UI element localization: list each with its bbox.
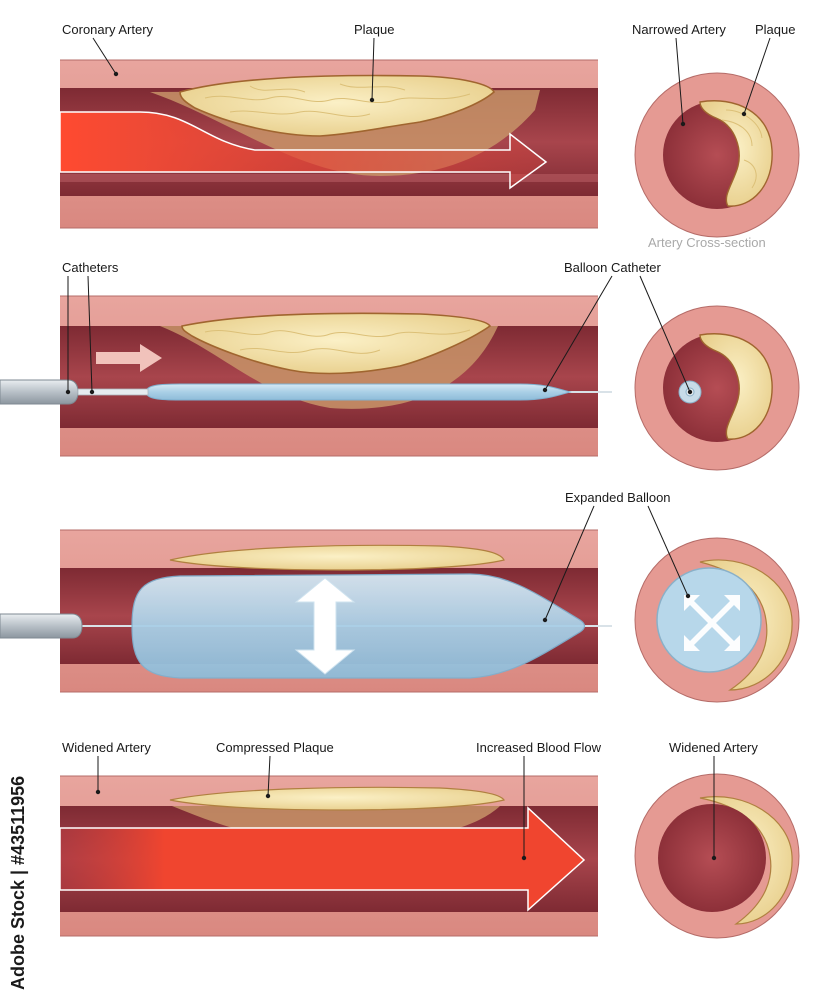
- leader-dot: [265, 793, 271, 799]
- label-narrowed-artery: Narrowed Artery: [632, 22, 726, 37]
- leader-narrowed-artery: [675, 37, 684, 125]
- leader-balloon-catheter: [544, 275, 613, 391]
- leader-dot: [741, 111, 747, 117]
- blood-flow-arrow: [59, 111, 548, 190]
- cross-plaque-texture: [721, 109, 763, 189]
- expansion-arrow: [294, 577, 356, 675]
- label-widened-artery-cross: Widened Artery: [669, 740, 758, 755]
- label-compressed-plaque: Compressed Plaque: [216, 740, 334, 755]
- leader-dot: [95, 789, 101, 795]
- artery-wall-edge: [60, 775, 598, 937]
- compressed-plaque: [169, 544, 505, 571]
- leader-compressed-plaque: [267, 755, 271, 797]
- leader-dot: [521, 855, 527, 861]
- cross-plaque: [699, 333, 773, 440]
- panel-widened-artery: [59, 775, 598, 937]
- label-expanded-balloon: Expanded Balloon: [565, 490, 671, 505]
- leader-dot: [89, 389, 95, 395]
- cross-plaque: [699, 796, 793, 925]
- label-plaque: Plaque: [354, 22, 394, 37]
- artery-wall-edge: [60, 529, 598, 693]
- leader-coronary-artery: [92, 37, 117, 75]
- leader-plaque-top: [371, 37, 375, 101]
- panel-narrowed-artery: [59, 59, 598, 229]
- inflated-balloon: [131, 573, 586, 679]
- motion-arrow: [96, 344, 162, 372]
- cross-expansion-arrow: [684, 595, 740, 651]
- label-widened-artery: Widened Artery: [62, 740, 151, 755]
- leader-dot: [542, 617, 548, 623]
- leader-dot: [687, 389, 693, 395]
- leader-plaque-cross: [743, 37, 771, 115]
- blood-flow-arrow: [59, 806, 586, 912]
- plaque: [179, 74, 495, 137]
- cross-plaque: [699, 100, 773, 207]
- label-plaque-cross: Plaque: [755, 22, 795, 37]
- lumen-shine: [60, 174, 598, 182]
- leader-lines: [65, 37, 771, 861]
- guiding-catheter: [0, 613, 83, 639]
- leader-dot: [113, 71, 119, 77]
- compressed-plaque: [169, 786, 505, 811]
- inner-catheter: [77, 388, 149, 396]
- leader-dot: [685, 593, 691, 599]
- cross-section-widened: [634, 773, 800, 939]
- label-catheters: Catheters: [62, 260, 119, 275]
- plaque-texture: [204, 329, 471, 354]
- artery-wall-edge: [60, 59, 598, 229]
- deflated-balloon: [145, 383, 572, 401]
- label-artery-cross-section: Artery Cross-section: [648, 235, 766, 250]
- label-coronary-artery: Coronary Artery: [62, 22, 154, 37]
- leader-dot: [711, 855, 717, 861]
- label-increased-blood-flow: Increased Blood Flow: [476, 740, 602, 755]
- cross-section-catheter: [634, 305, 800, 471]
- leader-dot: [65, 389, 71, 395]
- leader-dot: [680, 121, 686, 127]
- leader-dot: [542, 387, 548, 393]
- panel-balloon-catheter: [0, 295, 612, 457]
- artery-wall-edge: [60, 295, 598, 457]
- panel-expanded-balloon: [0, 529, 612, 693]
- leader-balloon-catheter-cross: [639, 275, 691, 393]
- cross-section-balloon: [634, 537, 800, 703]
- cross-section-narrowed: [634, 72, 800, 238]
- leader-expanded-balloon: [544, 505, 595, 621]
- leader-expanded-balloon-cross: [647, 505, 689, 597]
- cross-plaque: [699, 559, 793, 691]
- plaque-texture: [204, 83, 471, 118]
- label-balloon-catheter: Balloon Catheter: [564, 260, 662, 275]
- leader-catheters-2: [87, 275, 93, 393]
- labels: Coronary Artery Plaque Narrowed Artery P…: [62, 22, 795, 755]
- plaque: [181, 312, 492, 375]
- leader-dot: [369, 97, 375, 103]
- watermark-stock-id: Adobe Stock | #43511956: [8, 776, 28, 990]
